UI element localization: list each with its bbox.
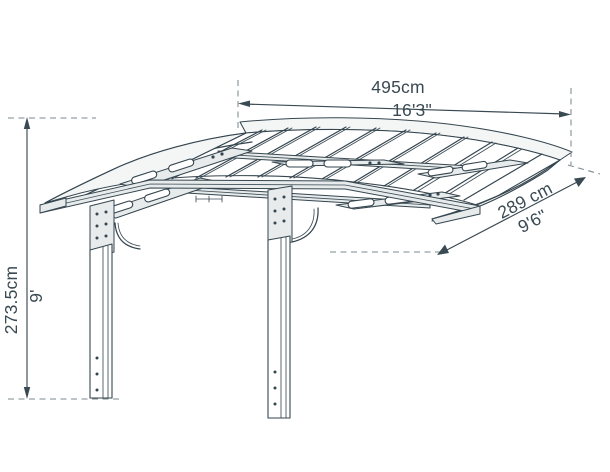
width-arrow-left: [238, 100, 250, 107]
left-column-post: [89, 243, 113, 399]
height-dimension: 273.5cm 9': [1, 117, 120, 400]
height-arrow-bottom: [23, 387, 31, 399]
right-column-base-bolts: [273, 370, 277, 406]
carport-structure: [39, 117, 573, 419]
roof-assembly: [39, 117, 573, 225]
left-fascia-return: [39, 197, 67, 214]
right-column-post: [267, 235, 291, 419]
depth-arrow-top: [574, 177, 586, 187]
roof-left-extension: [44, 132, 247, 204]
width-dimension: 495cm 16'3": [237, 77, 572, 165]
left-column-bracket-bolts: [95, 210, 108, 240]
width-imperial-label: 16'3": [392, 100, 432, 120]
slotted-beam-far-right: [417, 159, 529, 179]
width-metric-label: 495cm: [371, 77, 425, 97]
right-support-column: [267, 185, 319, 419]
left-column-base-bolts: [95, 356, 99, 392]
right-column-gusset: [291, 207, 319, 243]
width-arrow-right: [559, 111, 571, 118]
right-column-bracket-bolts: [273, 195, 286, 225]
depth-arrow-bottom: [437, 244, 449, 255]
width-dim-line: [242, 103, 566, 115]
slotted-beam-upper-right: [271, 159, 405, 168]
left-column-gusset: [114, 222, 141, 250]
height-metric-label: 273.5cm: [1, 266, 21, 335]
height-arrow-top: [23, 117, 31, 129]
right-fascia-endcap: [431, 205, 481, 225]
height-imperial-label: 9': [26, 289, 46, 302]
front-fascia-beam-seam: [39, 183, 481, 211]
fascia-center-detail: [195, 195, 223, 203]
depth-ext-line-top: [567, 164, 601, 175]
depth-dim-line: [442, 179, 582, 253]
right-column-bracket-plate: [267, 185, 293, 247]
left-support-column: [89, 199, 141, 399]
